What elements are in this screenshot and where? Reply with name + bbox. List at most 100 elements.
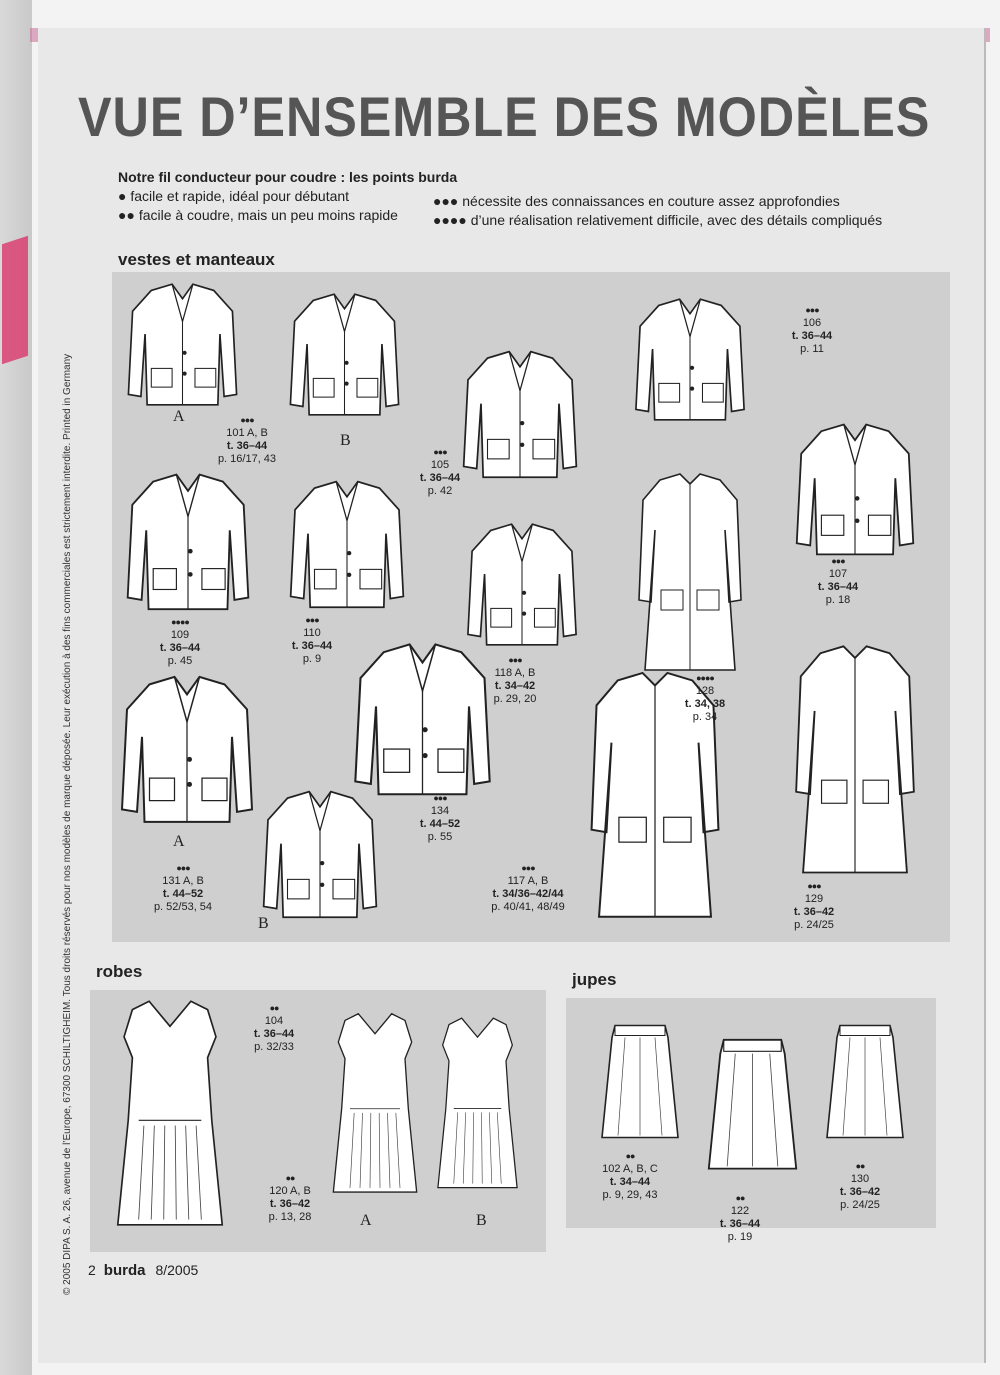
jacket-101b-illustration: [289, 293, 400, 416]
size-104: t. 36–44: [253, 1028, 295, 1040]
num-104: 104: [264, 1015, 284, 1027]
jacket-101a-illustration: [127, 283, 238, 406]
num-109: 109: [170, 629, 190, 641]
size-128: t. 34, 38: [684, 698, 726, 710]
dots-134: ●●●: [433, 793, 447, 803]
adjacent-page-edge: [0, 0, 32, 1375]
size-122: t. 36–44: [719, 1218, 761, 1230]
size-118: t. 34–42: [494, 680, 536, 692]
legend-level-1: ● facile et rapide, idéal pour débutant: [118, 187, 457, 206]
jacket-106-illustration: [635, 298, 745, 421]
size-109: t. 36–44: [159, 642, 201, 654]
page-107: p. 18: [825, 594, 851, 606]
legend-dots-4: ●●●●: [433, 212, 467, 228]
num-101: 101 A, B: [226, 427, 268, 439]
jacket-131b-illustration: [262, 790, 378, 919]
dots-118: ●●●: [508, 655, 522, 665]
page-129: p. 24/25: [794, 919, 834, 931]
page-110: p. 9: [302, 653, 322, 665]
dots-105: ●●●: [433, 447, 447, 457]
variant-letter-120b: B: [476, 1212, 487, 1229]
size-110: t. 36–44: [291, 640, 333, 652]
num-134: 134: [430, 805, 450, 817]
num-106: 106: [802, 317, 822, 329]
footer-issue: 8/2005: [155, 1262, 199, 1278]
difficulty-legend-right: ●●● nécessite des connaissances en coutu…: [433, 192, 882, 230]
num-107: 107: [828, 568, 848, 580]
dots-107: ●●●: [831, 556, 845, 566]
num-130: 130: [850, 1173, 870, 1185]
num-120: 120 A, B: [269, 1185, 311, 1197]
dots-102: ●●: [625, 1151, 636, 1161]
copyright-note: © 2005 DIPA S. A. 26, avenue de l’Europe…: [62, 353, 73, 1295]
legend-title: Notre fil conducteur pour coudre : les p…: [118, 169, 458, 185]
dots-128: ●●●●: [696, 673, 715, 683]
legend-level-2: ●● facile à coudre, mais un peu moins ra…: [118, 206, 457, 225]
dots-109: ●●●●: [171, 617, 190, 627]
difficulty-legend: Notre fil conducteur pour coudre : les p…: [118, 168, 457, 225]
size-105: t. 36–44: [419, 472, 461, 484]
size-130: t. 36–42: [839, 1186, 881, 1198]
legend-text-2: facile à coudre, mais un peu moins rapid…: [138, 207, 398, 223]
num-129: 129: [804, 893, 824, 905]
legend-dots-3: ●●●: [433, 193, 459, 209]
num-105: 105: [430, 459, 450, 471]
page-131: p. 52/53, 54: [153, 901, 213, 913]
size-117: t. 34/36–42/44: [492, 888, 564, 900]
jacket-105-illustration: [462, 350, 578, 479]
dots-129: ●●●: [807, 881, 821, 891]
variant-letter-131b: B: [258, 915, 269, 932]
size-131: t. 44–52: [162, 888, 204, 900]
page-134: p. 55: [427, 831, 453, 843]
size-101: t. 36–44: [226, 440, 268, 452]
legend-dots-1: ●: [118, 188, 127, 204]
variant-letter-120a: A: [360, 1212, 372, 1229]
size-129: t. 36–42: [793, 906, 835, 918]
skirt-130-illustration: [826, 1024, 904, 1139]
legend-level-3: ●●● nécessite des connaissances en coutu…: [433, 192, 882, 211]
legend-level-4: ●●●● d’une réalisation relativement diff…: [433, 211, 882, 230]
variant-letter-131a: A: [173, 833, 185, 850]
jacket-118-illustration: [467, 523, 577, 646]
dots-110: ●●●: [305, 615, 319, 625]
coat-128-illustration: [638, 473, 742, 671]
jacket-131a-illustration: [121, 675, 253, 823]
section-title-robes: robes: [96, 962, 143, 981]
dots-104: ●●: [269, 1003, 280, 1013]
num-110: 110: [303, 627, 321, 639]
size-102: t. 34–44: [609, 1176, 651, 1188]
page-106: p. 11: [800, 343, 824, 355]
page-128: p. 34: [692, 711, 718, 723]
legend-text-1: facile et rapide, idéal pour débutant: [130, 188, 350, 204]
dots-106: ●●●: [805, 305, 819, 315]
dots-122: ●●: [735, 1193, 746, 1203]
size-134: t. 44–52: [419, 818, 461, 830]
variant-letter-101b: B: [340, 432, 351, 449]
dots-101: ●●●: [240, 415, 254, 425]
page-122: p. 19: [727, 1231, 753, 1243]
dots-120: ●●: [285, 1173, 296, 1183]
footer-brand: burda: [103, 1262, 146, 1279]
page-title: VUE D’ENSEMBLE DES MODÈLES: [78, 85, 931, 148]
page-120: p. 13, 28: [268, 1211, 312, 1223]
page-102: p. 9, 29, 43: [602, 1189, 658, 1201]
variant-letter-101a: A: [173, 408, 185, 425]
skirt-122-illustration: [707, 1038, 798, 1170]
dots-130: ●●: [855, 1161, 866, 1171]
skirt-102-illustration: [601, 1024, 679, 1139]
num-131: 131 A, B: [162, 875, 204, 887]
page-117: p. 40/41, 48/49: [491, 901, 565, 913]
page-101: p. 16/17, 43: [217, 453, 277, 465]
page-118: p. 29, 20: [493, 693, 537, 705]
